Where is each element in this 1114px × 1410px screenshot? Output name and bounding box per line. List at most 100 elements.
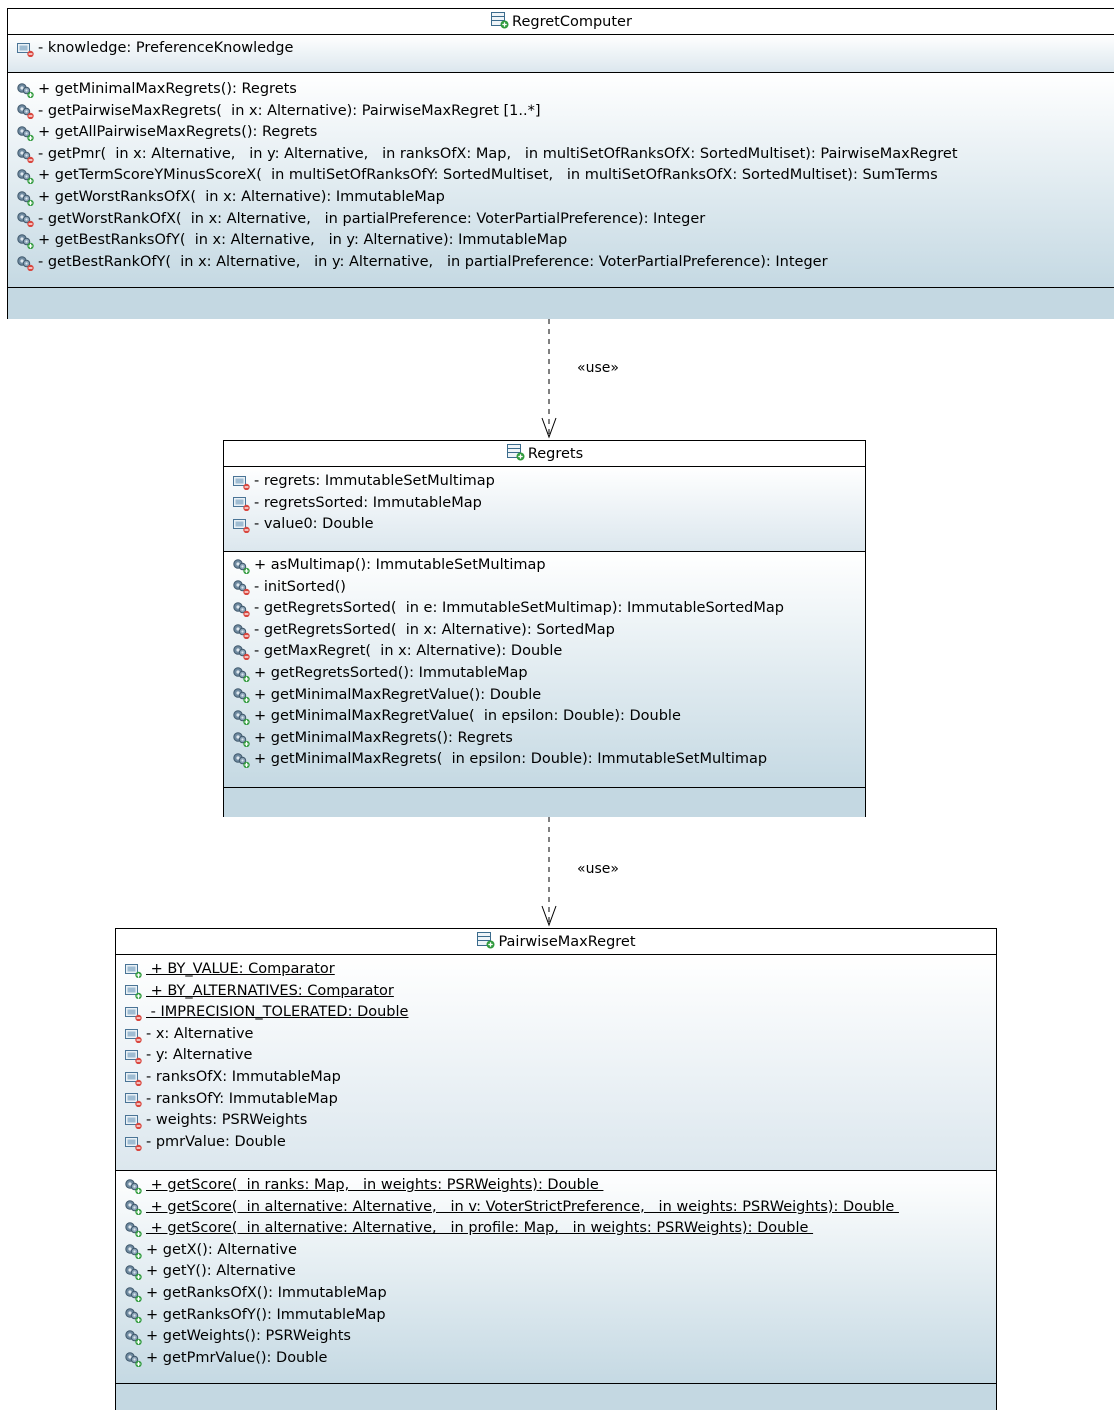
private-attribute-icon (232, 517, 250, 534)
public-operation-icon (124, 1178, 142, 1194)
attribute-row[interactable]: - y: Alternative (116, 1045, 996, 1067)
operation-text: + getY(): Alternative (146, 1263, 296, 1280)
operation-text: + getWorstRanksOfX( in x: Alternative): … (38, 188, 445, 205)
operation-row[interactable]: + getScore( in alternative: Alternative,… (116, 1218, 996, 1240)
attribute-text: - ranksOfY: ImmutableMap (146, 1090, 338, 1107)
operation-text: + getPmrValue(): Double (146, 1349, 328, 1366)
operation-text: - getPairwiseMaxRegrets( in x: Alternati… (38, 102, 541, 119)
operation-row[interactable]: + getMinimalMaxRegrets( in epsilon: Doub… (224, 749, 865, 771)
attribute-row[interactable]: - regretsSorted: ImmutableMap (224, 493, 865, 515)
attribute-row[interactable]: - knowledge: PreferenceKnowledge (8, 38, 1114, 60)
private-attribute-icon (232, 495, 250, 512)
empty-compartment (224, 788, 865, 817)
public-operation-icon (124, 1264, 142, 1281)
private-operation-icon (232, 623, 250, 639)
operation-text: - getMaxRegret( in x: Alternative): Doub… (254, 643, 563, 660)
operations-compartment: + getScore( in ranks: Map, in weights: P… (116, 1171, 996, 1384)
public-attribute-icon (124, 962, 142, 978)
public-operation-icon (16, 190, 34, 206)
operation-row[interactable]: - getPairwiseMaxRegrets( in x: Alternati… (8, 101, 1114, 123)
attribute-row[interactable]: - pmrValue: Double (116, 1132, 996, 1154)
operation-text: - getPmr( in x: Alternative, in y: Alter… (38, 145, 958, 162)
operation-row[interactable]: + getY(): Alternative (116, 1261, 996, 1283)
operation-row[interactable]: - getPmr( in x: Alternative, in y: Alter… (8, 144, 1114, 166)
attribute-text: - regrets: ImmutableSetMultimap (254, 473, 495, 489)
operation-row[interactable]: + getBestRanksOfY( in x: Alternative, in… (8, 230, 1114, 252)
class-icon (506, 443, 526, 465)
operation-row[interactable]: - initSorted() (224, 577, 865, 599)
public-operation-icon (124, 1307, 142, 1324)
private-operation-icon (232, 644, 250, 661)
operation-row[interactable]: + getWeights(): PSRWeights (116, 1326, 996, 1348)
operation-text: + getMinimalMaxRegretValue(): Double (254, 686, 542, 703)
operation-text: + getAllPairwiseMaxRegrets(): Regrets (38, 124, 318, 141)
attribute-text: - x: Alternative (146, 1025, 254, 1042)
attribute-text: + BY_VALUE: Comparator (146, 961, 335, 977)
class-name: Regrets (527, 445, 584, 462)
public-operation-icon (232, 558, 250, 574)
private-operation-icon (16, 103, 34, 120)
operation-row[interactable]: + getRegretsSorted(): ImmutableMap (224, 663, 865, 685)
class-regretcomputer[interactable]: RegretComputer - knowledge: PreferenceKn… (7, 8, 1114, 319)
operation-row[interactable]: + getRanksOfX(): ImmutableMap (116, 1283, 996, 1305)
operation-row[interactable]: - getBestRankOfY( in x: Alternative, in … (8, 252, 1114, 274)
operation-row[interactable]: - getRegretsSorted( in x: Alternative): … (224, 620, 865, 642)
operation-text: - getRegretsSorted( in x: Alternative): … (254, 621, 615, 638)
operation-text: - initSorted() (254, 578, 346, 595)
use-dependency-regretcomputer-to-regrets (541, 319, 557, 439)
empty-compartment (8, 288, 1114, 319)
private-attribute-icon (124, 1048, 142, 1065)
operation-row[interactable]: + getAllPairwiseMaxRegrets(): Regrets (8, 122, 1114, 144)
attribute-text: + BY_ALTERNATIVES: Comparator (146, 982, 394, 999)
attribute-row[interactable]: + BY_ALTERNATIVES: Comparator (116, 981, 996, 1003)
attribute-row[interactable]: - x: Alternative (116, 1024, 996, 1046)
operation-text: + getBestRanksOfY( in x: Alternative, in… (38, 232, 568, 249)
operation-row[interactable]: + getWorstRanksOfX( in x: Alternative): … (8, 187, 1114, 209)
attribute-row[interactable]: - IMPRECISION_TOLERATED: Double (116, 1002, 996, 1024)
operation-text: + getScore( in ranks: Map, in weights: P… (146, 1177, 604, 1193)
operation-row[interactable]: + getMinimalMaxRegretValue(): Double (224, 685, 865, 707)
operation-text: + getMinimalMaxRegretValue( in epsilon: … (254, 708, 681, 725)
class-name: RegretComputer (512, 13, 632, 30)
attribute-row[interactable]: - weights: PSRWeights (116, 1110, 996, 1132)
operation-row[interactable]: + getX(): Alternative (116, 1240, 996, 1262)
public-operation-icon (124, 1221, 142, 1238)
operation-text: - getRegretsSorted( in e: ImmutableSetMu… (254, 600, 784, 617)
public-operation-icon (232, 731, 250, 747)
attribute-row[interactable]: - value0: Double (224, 514, 865, 536)
operation-row[interactable]: + getMinimalMaxRegretValue( in epsilon: … (224, 706, 865, 728)
operation-text: + getRegretsSorted(): ImmutableMap (254, 664, 528, 681)
operation-row[interactable]: - getWorstRankOfX( in x: Alternative, in… (8, 209, 1114, 231)
operation-row[interactable]: + getPmrValue(): Double (116, 1348, 996, 1370)
operation-row[interactable]: - getRegretsSorted( in e: ImmutableSetMu… (224, 598, 865, 620)
attribute-text: - pmrValue: Double (146, 1133, 286, 1150)
operation-text: + getX(): Alternative (146, 1241, 297, 1258)
private-attribute-icon (16, 41, 34, 57)
attribute-text: - weights: PSRWeights (146, 1112, 308, 1129)
operation-text: + getMinimalMaxRegrets(): Regrets (38, 81, 297, 97)
operation-row[interactable]: + getMinimalMaxRegrets(): Regrets (224, 728, 865, 750)
private-operation-icon (16, 147, 34, 163)
class-regrets[interactable]: Regrets - regrets: ImmutableSetMultimap -… (223, 440, 866, 817)
attribute-row[interactable]: - ranksOfY: ImmutableMap (116, 1089, 996, 1111)
operation-row[interactable]: + getScore( in ranks: Map, in weights: P… (116, 1175, 996, 1197)
class-icon (476, 931, 496, 953)
attributes-compartment: + BY_VALUE: Comparator + BY_ALTERNATIVES… (116, 955, 996, 1171)
operation-row[interactable]: - getMaxRegret( in x: Alternative): Doub… (224, 641, 865, 663)
attribute-row[interactable]: + BY_VALUE: Comparator (116, 959, 996, 981)
operation-text: + getMinimalMaxRegrets( in epsilon: Doub… (254, 751, 768, 768)
operation-text: + getScore( in alternative: Alternative,… (146, 1198, 899, 1215)
operation-row[interactable]: + asMultimap(): ImmutableSetMultimap (224, 555, 865, 577)
operation-row[interactable]: + getMinimalMaxRegrets(): Regrets (8, 79, 1114, 101)
operation-row[interactable]: + getScore( in alternative: Alternative,… (116, 1197, 996, 1219)
operation-row[interactable]: + getRanksOfY(): ImmutableMap (116, 1305, 996, 1327)
operations-compartment: + getMinimalMaxRegrets(): Regrets - getPa… (8, 73, 1114, 288)
attribute-row[interactable]: - regrets: ImmutableSetMultimap (224, 471, 865, 493)
public-operation-icon (16, 82, 34, 98)
operation-text: + getMinimalMaxRegrets(): Regrets (254, 729, 513, 746)
operation-row[interactable]: + getTermScoreYMinusScoreX( in multiSetO… (8, 165, 1114, 187)
public-operation-icon (124, 1243, 142, 1259)
attribute-row[interactable]: - ranksOfX: ImmutableMap (116, 1067, 996, 1089)
class-pairwisemaxregret[interactable]: PairwiseMaxRegret + BY_VALUE: Comparator… (115, 928, 997, 1410)
